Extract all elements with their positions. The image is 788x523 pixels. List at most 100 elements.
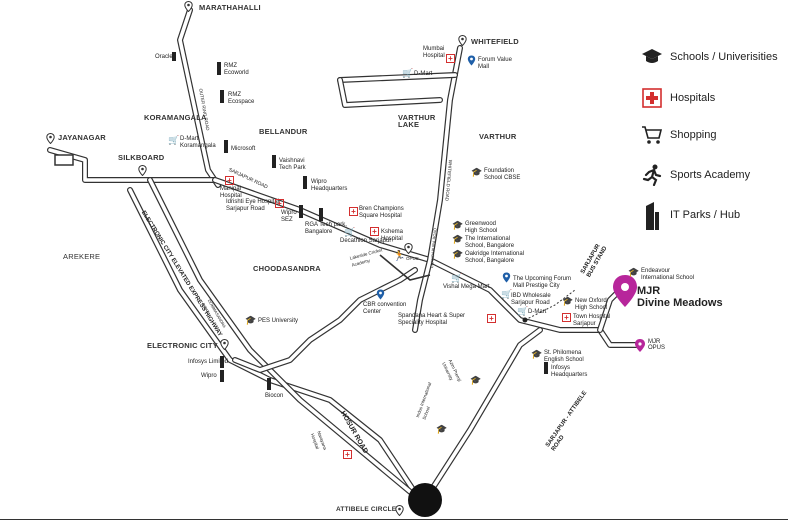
hospital-icon: + <box>370 227 379 236</box>
place-bellandur: BELLANDUR <box>259 127 308 136</box>
mall-pin-icon <box>376 289 385 300</box>
building-icon <box>172 52 176 61</box>
legend-item-schools: Schools / Univerisities <box>640 45 778 69</box>
poi-cbr: CBR convention Center <box>363 302 407 315</box>
building-icon <box>640 202 664 230</box>
poi-brein: Bren Champions Square Hospital <box>359 206 404 219</box>
shopping-cart-icon: 🛒 <box>501 289 513 299</box>
school-icon: 🎓 <box>628 267 640 277</box>
project-title-line2: Divine Meadows <box>637 297 723 309</box>
poi-vishal: Vishal Mega Mart <box>443 284 490 290</box>
poi-pes: PES University <box>258 318 299 324</box>
school-icon: 🎓 <box>470 375 482 385</box>
hosur-road <box>147 177 423 503</box>
building-icon <box>267 378 271 390</box>
legend-label: Shopping <box>670 129 717 141</box>
poi-infosys-hq: Infosys Headquarters <box>551 365 588 378</box>
school-icon: 🎓 <box>452 249 464 259</box>
poi-upcoming-forum: The Upcoming Forum Mall Prestige City <box>513 276 572 289</box>
school-icon: 🎓 <box>436 424 448 434</box>
legend-label: Sports Academy <box>670 169 751 181</box>
poi-forum-value: Forum Value Mall <box>478 57 512 70</box>
opus-location-pin-icon <box>404 243 413 254</box>
place-koramangala: KORAMANGALA <box>144 113 207 122</box>
poi-infosys-ltd: Infosys Limited <box>188 359 229 365</box>
poi-manipal: Manipal Hospital <box>220 186 242 199</box>
road-network <box>47 7 643 503</box>
poi-international: The International School, Bangalore <box>465 236 515 249</box>
poi-microsoft: Microsoft <box>231 146 256 152</box>
poi-idrishti: Idrishti Eye Hospital Sarjapur Road <box>226 199 280 212</box>
poi-wipro-hq: Wipro Headquarters <box>311 179 348 192</box>
building-icon <box>544 362 548 374</box>
bottom-border <box>0 519 788 520</box>
place-varthur-lake: VARTHUR LAKE <box>398 113 436 129</box>
hospital-icon: + <box>225 176 234 185</box>
project-title: MJR Divine Meadows <box>637 285 723 309</box>
place-jayanagar: JAYANAGAR <box>58 133 106 142</box>
location-pin-icon <box>458 35 467 46</box>
building-icon <box>220 370 224 382</box>
bus-stand-dashed <box>524 289 576 321</box>
poi-dmart-koramangala: D-Mart Koramangala <box>180 136 216 149</box>
hospital-icon: + <box>343 450 352 459</box>
poi-wipro-sez: Wipro SEZ <box>281 210 297 223</box>
hospital-icon: + <box>349 207 358 216</box>
school-icon: 🎓 <box>245 315 257 325</box>
shopping-cart-icon: 🛒 <box>344 227 356 237</box>
building-icon <box>299 205 303 218</box>
hospital-icon: + <box>275 199 284 208</box>
legend-item-sports: Sports Academy <box>640 163 750 187</box>
building-icon <box>220 90 224 103</box>
poi-foundation: Foundation School CBSE <box>484 168 521 181</box>
poi-town-hospital: Town Hospital Sarjapur <box>573 314 611 327</box>
runner-icon <box>640 163 664 187</box>
building-icon <box>220 356 224 368</box>
legend-item-hospitals: Hospitals <box>640 86 715 110</box>
poi-greenwood: Greenwood High School <box>465 221 498 234</box>
location-pin-icon <box>46 133 55 144</box>
place-whitefield: WHITEFIELD <box>471 37 519 46</box>
legend-label: Hospitals <box>670 92 716 104</box>
project-title-line1: MJR <box>637 285 661 297</box>
place-marathahalli: MARATHAHALLI <box>199 3 261 12</box>
mall-pin-icon <box>502 272 511 283</box>
location-pin-icon <box>220 339 229 350</box>
shopping-cart-icon: 🛒 <box>517 306 529 316</box>
poi-st-philomena: St. Philomena English School <box>544 350 584 363</box>
shopping-cart-icon: 🛒 <box>402 68 414 78</box>
building-icon <box>217 62 221 75</box>
place-choodasandra: CHOODASANDRA <box>253 264 321 273</box>
poi-biocon: Biocon <box>265 393 284 399</box>
place-attibele-circle: ATTIBELE CIRCLE <box>336 506 397 513</box>
hospital-icon: + <box>446 54 455 63</box>
shopping-cart-icon: 🛒 <box>168 135 180 145</box>
legend-item-it-parks: IT Parks / Hub <box>640 202 740 230</box>
school-icon: 🎓 <box>471 167 483 177</box>
project-opus-label: MJR OPUS <box>648 339 666 351</box>
poi-mumbai-hospital: Mumbai Hospital <box>423 46 445 59</box>
hospital-icon: + <box>562 313 571 322</box>
poi-decathlon: Decathlon Sarjapur <box>340 238 392 244</box>
project-pin-icon <box>613 275 637 307</box>
shopping-cart-icon: 🛒 <box>451 273 463 283</box>
building-icon <box>319 208 323 221</box>
place-silkboard: SILKBOARD <box>118 153 165 162</box>
opus-pin-icon <box>635 339 645 352</box>
poi-wipro-ec: Wipro <box>201 373 217 379</box>
building-icon <box>224 140 228 153</box>
runner-icon: 🏃 <box>393 251 406 262</box>
poi-dmart-sarjapur: D-Mart <box>528 309 547 315</box>
legend-label: Schools / Univerisities <box>670 51 778 63</box>
poi-kshema: Kshema Hospital <box>381 229 404 242</box>
poi-new-oxford: New Oxford High School <box>575 298 608 311</box>
place-varthur: VARTHUR <box>479 132 517 141</box>
poi-oracle: Oracle <box>155 54 173 60</box>
poi-rmz-ecospace: RMZ Ecospace <box>228 92 255 105</box>
school-icon: 🎓 <box>452 220 464 230</box>
building-icon <box>272 155 276 168</box>
mall-pin-icon <box>467 55 476 66</box>
building-icon <box>303 176 307 189</box>
poi-rmz-ecoworld: RMZ Ecoworld <box>224 63 249 76</box>
